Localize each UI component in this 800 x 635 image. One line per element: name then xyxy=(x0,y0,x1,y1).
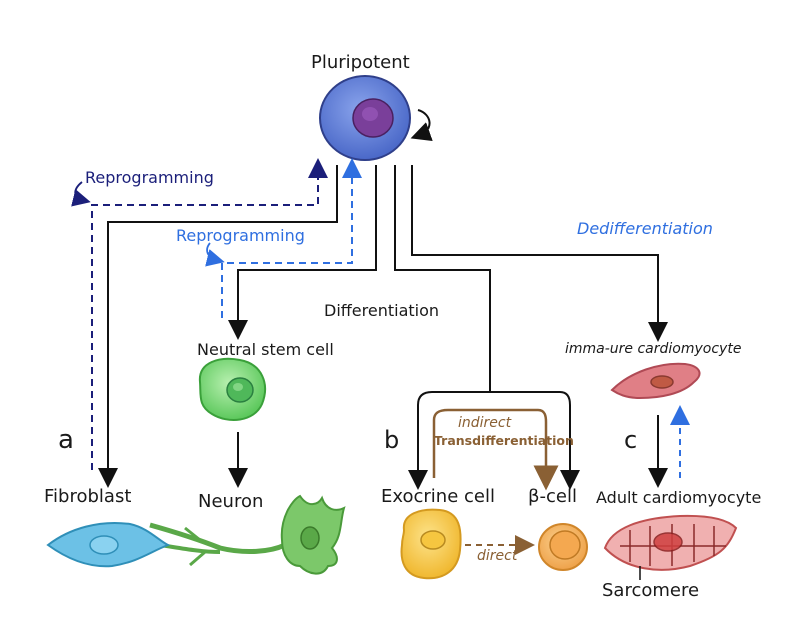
beta-cell xyxy=(538,523,588,571)
panel-b-label: b xyxy=(384,426,399,454)
differentiation-arrow-fibroblast xyxy=(98,165,338,488)
sarcomere-label: Sarcomere xyxy=(602,580,699,601)
transdifferentiation-label: Transdifferentiation xyxy=(434,433,574,448)
beta-cell-label: β-cell xyxy=(528,486,577,507)
panel-a-label: a xyxy=(58,425,74,455)
differentiation-arrow-pancreas xyxy=(394,165,491,392)
adult-cardiomyocyte-cell xyxy=(603,514,738,571)
immature-cardiomyocyte-label: imma-ure cardiomyocyte xyxy=(565,341,741,357)
immature-cardiomyocyte-cell xyxy=(610,362,701,400)
neuron-cell xyxy=(149,494,346,575)
reprogramming-curl-light xyxy=(205,242,225,267)
panel-c-label: c xyxy=(624,426,637,454)
reprogramming-arrow-fibroblast xyxy=(91,158,328,470)
exocrine-cell xyxy=(400,508,462,580)
neuron-label: Neuron xyxy=(198,491,263,512)
self-renewal-arrow xyxy=(410,109,433,142)
differentiation-arrow-cardio xyxy=(411,165,668,342)
adult-cardiomyocyte-label: Adult cardiomyocyte xyxy=(596,488,761,507)
reprogramming-arrow-neural xyxy=(221,158,362,318)
exocrine-label: Exocrine cell xyxy=(381,486,495,507)
indirect-label: indirect xyxy=(458,415,512,431)
neural-stem-cell xyxy=(198,357,266,421)
pancreas-branch-split xyxy=(417,391,571,478)
fibroblast-cell xyxy=(46,522,171,568)
dedifferentiation-label: Dedifferentiation xyxy=(577,219,713,238)
differentiation-label: Differentiation xyxy=(324,301,439,320)
pluripotent-cell xyxy=(319,75,411,161)
pluripotent-label: Pluripotent xyxy=(311,52,410,73)
neural-stem-cell-label: Neutral stem cell xyxy=(197,340,334,359)
direct-label: direct xyxy=(477,548,518,564)
reprogramming-label-2: Reprogramming xyxy=(176,226,305,245)
differentiation-arrow-neural xyxy=(228,165,377,340)
reprogramming-curl-dark xyxy=(71,181,91,207)
transdifferentiation-arrow xyxy=(432,408,559,491)
reprogramming-label-1: Reprogramming xyxy=(85,168,214,187)
fibroblast-label: Fibroblast xyxy=(44,486,131,507)
